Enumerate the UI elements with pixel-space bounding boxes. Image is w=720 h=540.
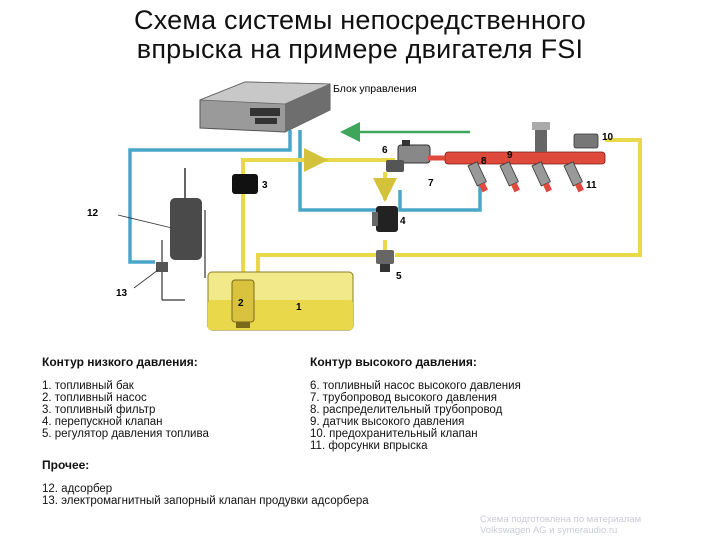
label-12: 12 — [87, 208, 99, 219]
source-note-line-2: Volkswagen AG и symeraudio.ru — [480, 525, 618, 536]
source-note: Схема подготовлена по материалам Volkswa… — [480, 514, 641, 536]
label-6: 6 — [382, 145, 388, 156]
bypass-valve — [372, 206, 398, 232]
legend-high-heading: Контур высокого давления: — [310, 355, 477, 369]
legend-item: 11. форсунки впрыска — [310, 440, 428, 452]
safety-valve — [573, 133, 599, 149]
label-7: 7 — [428, 178, 434, 189]
ecu-label: Блок управления — [333, 83, 417, 95]
label-13: 13 — [116, 288, 128, 299]
label-5: 5 — [396, 271, 402, 282]
label-2: 2 — [238, 298, 244, 309]
page-title: Схема системы непосредственного впрыска … — [0, 6, 720, 64]
fuel-tank — [207, 271, 354, 331]
legend-item: 4. перепускной клапан — [42, 416, 163, 428]
label-10: 10 — [602, 132, 614, 143]
legend-item: 12. адсорбер — [42, 483, 113, 495]
legend-item: 9. датчик высокого давления — [310, 416, 465, 428]
adsorber — [170, 168, 206, 278]
legend-low-pressure: Контур низкого давления: 1. топливный ба… — [42, 356, 209, 440]
label-4: 4 — [400, 216, 406, 227]
fuel-rail — [428, 151, 606, 165]
return-lines — [128, 130, 482, 264]
pressure-sensor — [532, 122, 550, 152]
pressure-regulator — [376, 250, 394, 272]
fuel-filter — [232, 174, 258, 194]
legend-item: 8. распределительный трубопровод — [310, 404, 503, 416]
fuel-pump — [231, 279, 255, 328]
legend-item: 13. электромагнитный запорный клапан про… — [42, 495, 369, 507]
title-line-1: Схема системы непосредственного — [134, 5, 586, 35]
purge-valve — [156, 240, 185, 301]
ecu-block — [199, 81, 331, 133]
legend-low-heading: Контур низкого давления: — [42, 355, 198, 369]
legend-item: 5. регулятор давления топлива — [42, 428, 209, 440]
label-11: 11 — [586, 180, 597, 191]
legend-item: 7. трубопровод высокого давления — [310, 392, 498, 404]
legend-item: 10. предохранительный клапан — [310, 428, 478, 440]
label-3: 3 — [262, 180, 268, 191]
source-note-line-1: Схема подготовлена по материалам — [480, 514, 642, 525]
legend-item: 1. топливный бак — [42, 380, 134, 392]
title-line-2: впрыска на примере двигателя FSI — [136, 34, 584, 64]
high-pressure-pump — [386, 140, 431, 172]
diagram-numbers: 1 2 3 4 5 6 7 8 9 10 11 12 13 — [87, 132, 614, 313]
injectors — [467, 161, 584, 193]
legend-other-heading: Прочее: — [42, 458, 90, 472]
label-9: 9 — [507, 150, 513, 161]
legend-item: 3. топливный фильтр — [42, 404, 156, 416]
label-8: 8 — [481, 156, 487, 167]
legend-high-pressure: Контур высокого давления: 6. топливный н… — [310, 356, 521, 452]
legend-other: Прочее: 12. адсорбер 13. электромагнитны… — [42, 459, 369, 507]
legend-item: 6. топливный насос высокого давления — [310, 380, 521, 392]
label-1: 1 — [296, 302, 302, 313]
legend-item: 2. топливный насос — [42, 392, 147, 404]
